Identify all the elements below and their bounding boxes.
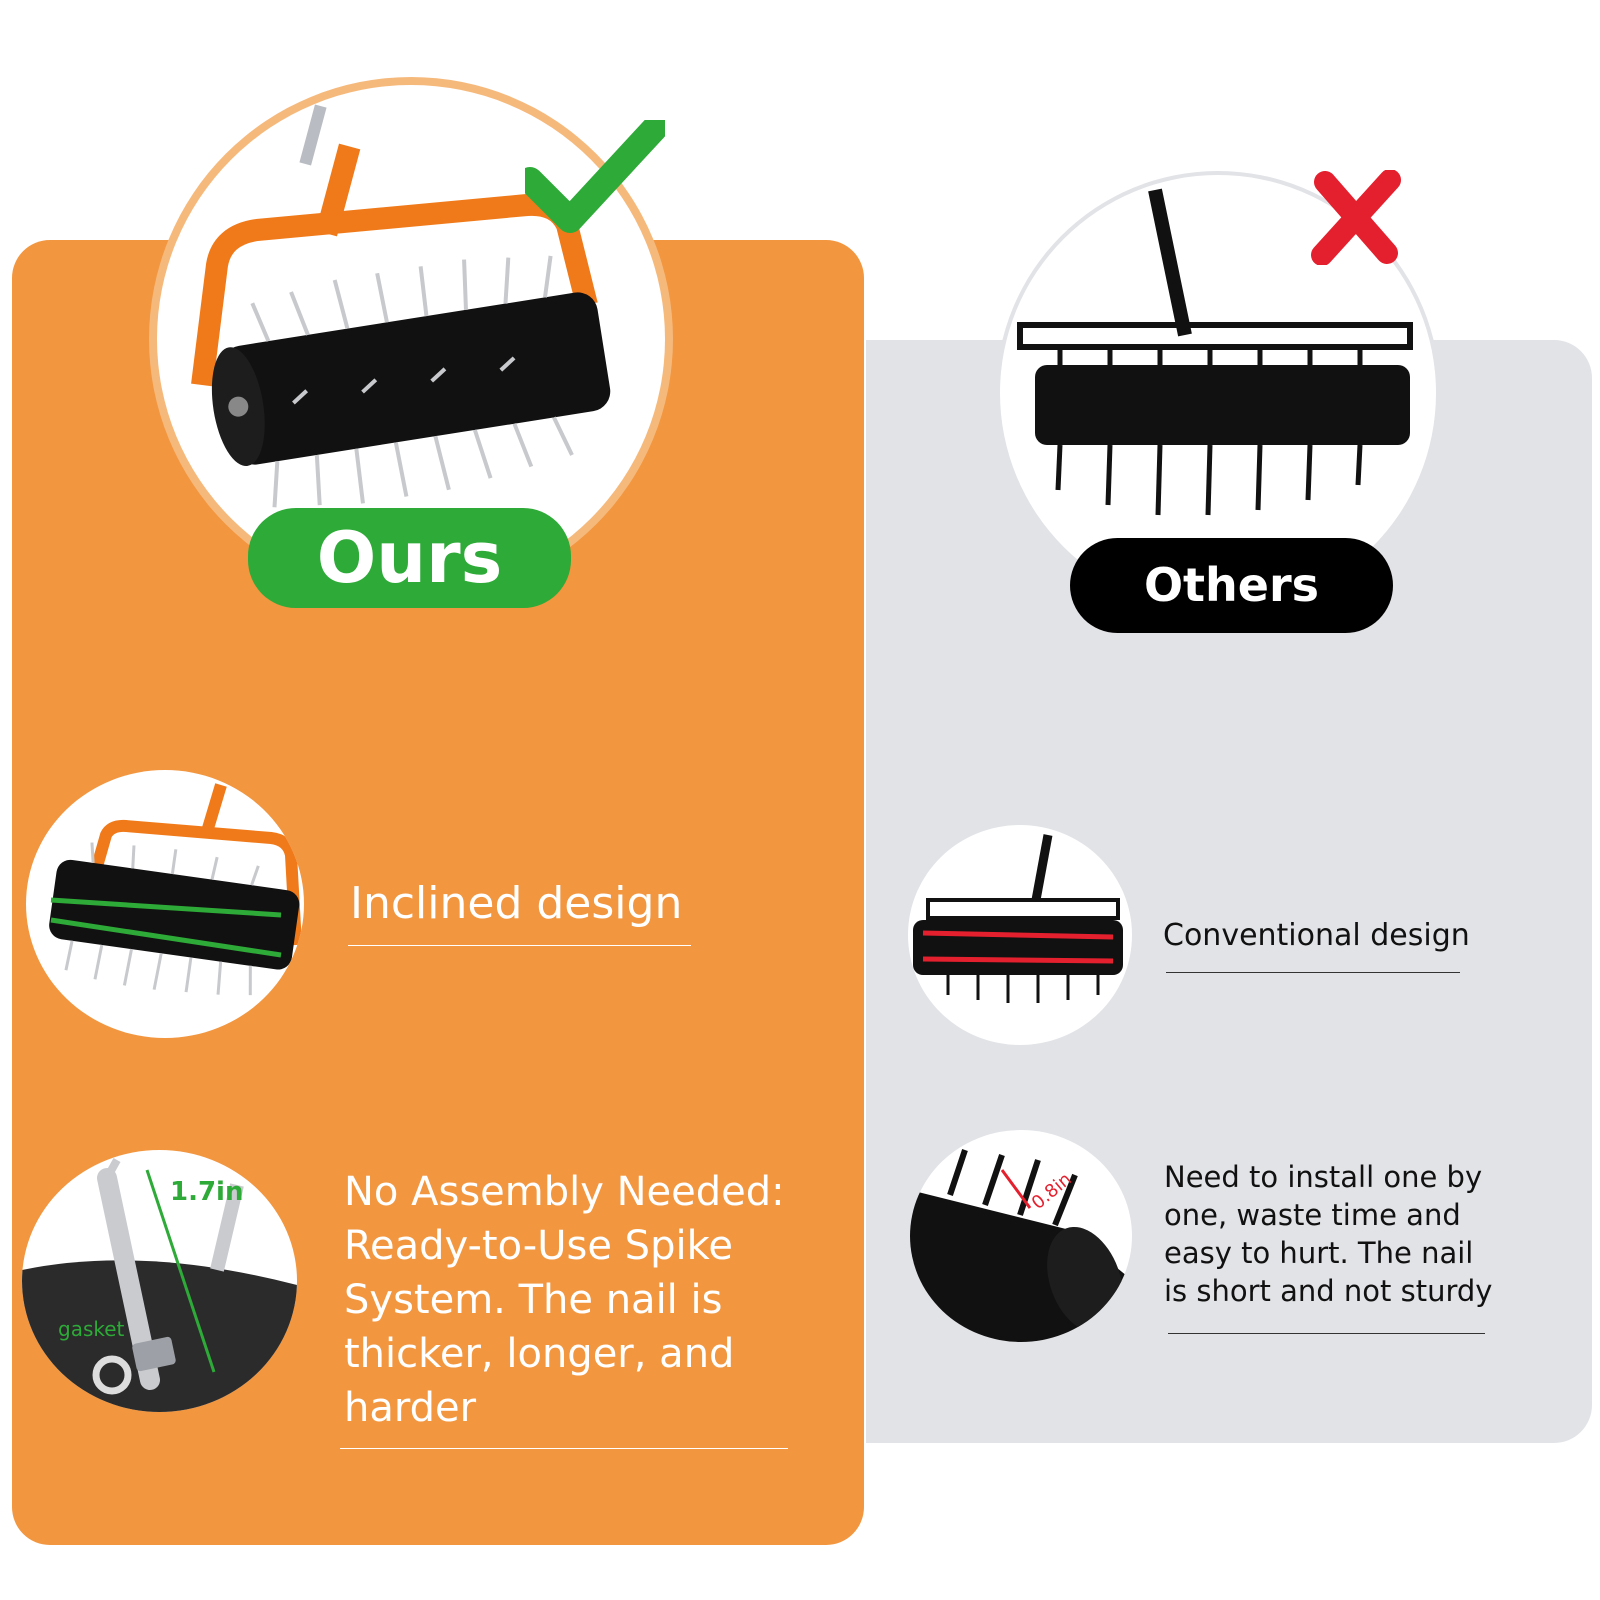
others-conventional-circle [908,825,1132,1045]
others-badge-label: Others [1143,558,1320,612]
spike-length-label: 1.7in [170,1177,243,1207]
ours-spike-circle: 1.7in gasket [22,1150,297,1412]
others-aerator-image [1017,188,1413,516]
check-icon [525,120,665,235]
ours-inclined-circle [26,770,304,1038]
others-spike-image: 0.8in [910,1149,1132,1342]
ours-product-circle [157,85,665,593]
others-feature-conventional-rule [1166,972,1460,973]
ours-feature-inclined-rule [348,945,691,946]
ours-feature-no-assembly-rule [340,1448,788,1449]
ours-aerator-image [191,104,611,508]
ours-feature-no-assembly: No Assembly Needed: Ready-to-Use Spike S… [344,1169,785,1431]
others-badge: Others [1070,538,1393,633]
ours-badge: Ours [248,508,571,608]
others-spike-circle: 0.8in [910,1130,1132,1342]
ours-badge-label: Ours [316,517,503,599]
others-feature-install-rule [1168,1333,1485,1334]
ours-feature-inclined: Inclined design [350,878,683,929]
ours-inclined-image [49,783,302,996]
gasket-label: gasket [58,1317,125,1341]
cross-icon [1310,170,1402,265]
ours-spike-image: 1.7in gasket [22,1158,297,1412]
others-feature-install: Need to install one by one, waste time a… [1164,1160,1493,1308]
others-conventional-image [913,834,1123,1003]
others-feature-conventional: Conventional design [1163,918,1470,953]
